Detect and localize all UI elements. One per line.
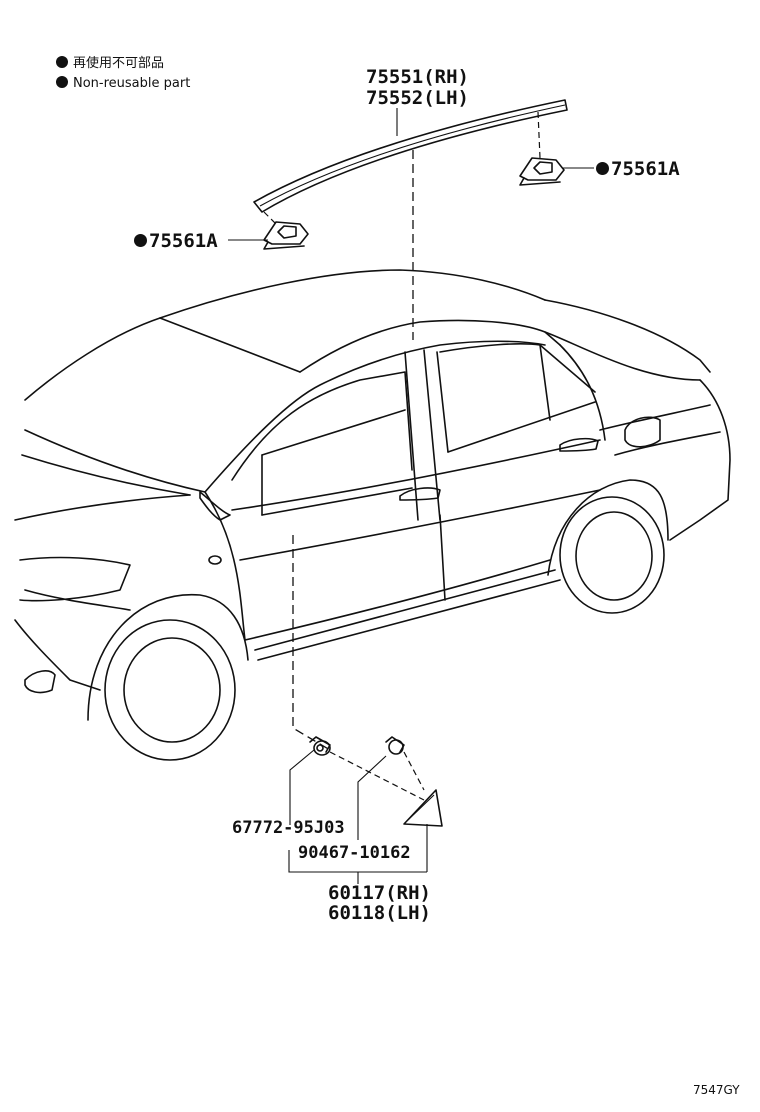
legend-en: Non-reusable part xyxy=(56,76,190,90)
filled-circle-icon xyxy=(56,56,68,68)
car-body xyxy=(14,269,731,761)
legend-jp: 再使用不可部品 xyxy=(56,56,164,70)
screw-a-icon xyxy=(309,736,331,756)
clip-right-icon xyxy=(519,157,565,186)
screw-b-icon xyxy=(385,736,405,755)
diagram-id: 7547GY xyxy=(693,1083,740,1097)
part-number-clip-left: 75561A xyxy=(134,232,218,251)
part-number-clip-right: 75561A xyxy=(596,160,680,179)
clip-left-icon xyxy=(263,221,309,250)
filled-circle-icon xyxy=(56,76,68,88)
roof-molding-strip xyxy=(253,99,568,213)
part-number-screw-a: 67772-95J03 xyxy=(232,818,345,838)
garnish-cover-icon xyxy=(403,789,443,827)
part-number-cover-lh: 60118(LH) xyxy=(328,902,431,924)
part-number-roof-molding-rh: 75551(RH) xyxy=(366,66,469,88)
part-number-cover-rh: 60117(RH) xyxy=(328,882,431,904)
non-reusable-marker-icon xyxy=(134,234,147,247)
non-reusable-marker-icon xyxy=(596,162,609,175)
part-number-screw-b: 90467-10162 xyxy=(298,843,411,863)
part-number-roof-molding-lh: 75552(LH) xyxy=(366,87,469,109)
